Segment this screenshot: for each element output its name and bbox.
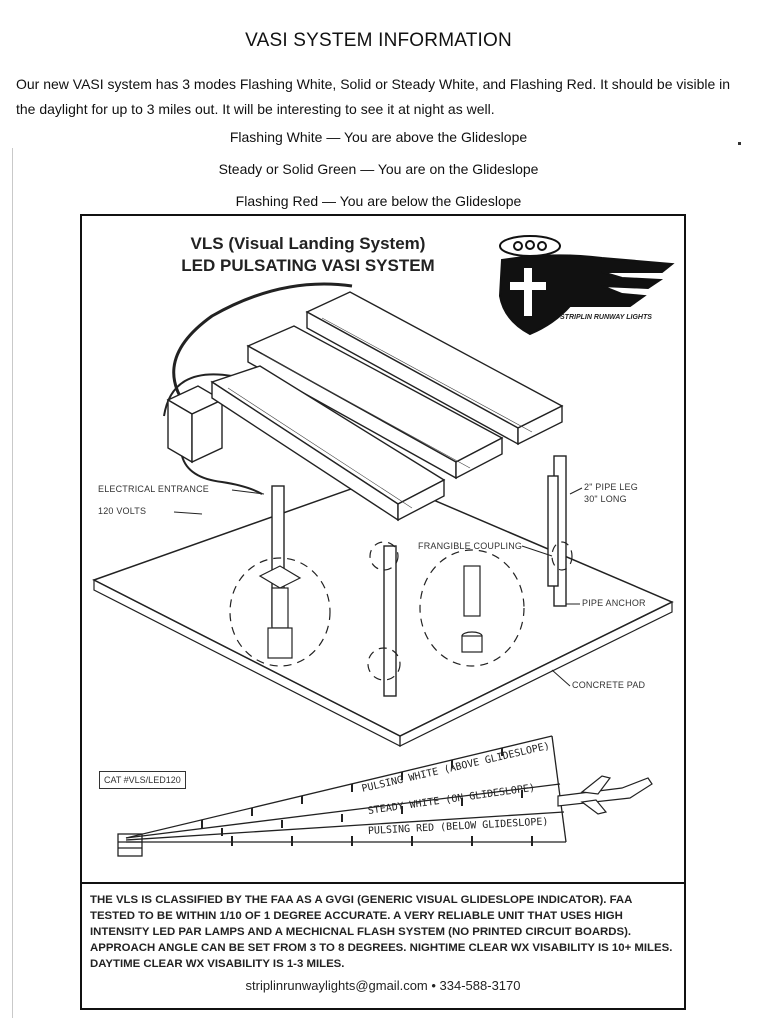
catalog-number: CAT #VLS/LED120 [99,771,186,789]
label-electrical-entrance: ELECTRICAL ENTRANCE [98,484,209,494]
intro-paragraph: Our new VASI system has 3 modes Flashing… [16,76,731,117]
vasi-diagram [92,235,675,857]
mode-flashing-white: Flashing White — You are above the Glide… [229,129,528,145]
vls-flyer: VLS (Visual Landing System) LED PULSATIN… [80,214,686,1010]
flyer-subtitle: LED PULSATING VASI SYSTEM [181,256,435,275]
striplin-logo-icon [498,235,675,336]
label-pipe-leg: 2" PIPE LEG [584,482,638,492]
label-concrete-pad: CONCRETE PAD [572,680,646,690]
contact-info: striplinrunwaylights@gmail.com • 334-588… [245,978,521,993]
label-volts: 120 VOLTS [98,506,147,516]
mode-steady-green: Steady or Solid Green — You are on the G… [218,161,539,177]
mode-flashing-red: Flashing Red — You are below the Glidesl… [235,193,522,209]
label-pipe-anchor: PIPE ANCHOR [582,598,646,608]
scan-speck [738,142,741,145]
electrical-box [166,385,224,464]
page-title: VASI SYSTEM INFORMATION [245,30,512,51]
airplane-icon [557,775,653,815]
label-frangible-coupling: FRANGIBLE COUPLING [418,541,523,551]
info-box: THE VLS IS CLASSIFIED BY THE FAA AS A GV… [82,882,684,1008]
info-text: THE VLS IS CLASSIFIED BY THE FAA AS A GV… [90,894,673,970]
flyer-title: VLS (Visual Landing System) [190,234,426,253]
scan-edge-line [12,148,13,1018]
label-pipe-length: 30" LONG [584,494,627,504]
brand-name: STRIPLIN RUNWAY LIGHTS [560,314,652,321]
